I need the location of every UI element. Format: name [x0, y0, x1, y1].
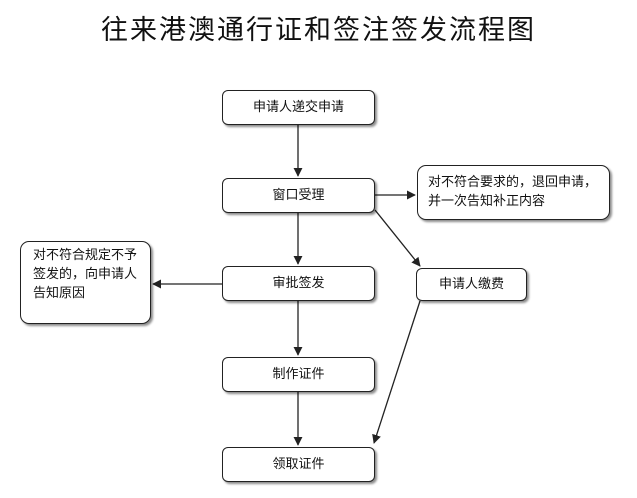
node-review-issue: 审批签发 [222, 266, 375, 301]
note-text: 对不符合规定不予签发的，向申请人告知原因 [33, 248, 138, 301]
node-make-document: 制作证件 [222, 357, 375, 392]
node-label: 制作证件 [272, 367, 325, 382]
note-reject-issuance: 对不符合规定不予签发的，向申请人告知原因 [20, 241, 151, 324]
node-collect-document: 领取证件 [222, 447, 375, 482]
node-label: 窗口受理 [272, 188, 325, 203]
note-reject-requirements: 对不符合要求的，退回申请，并一次告知补正内容 [417, 165, 610, 220]
node-submit-application: 申请人递交申请 [222, 90, 375, 125]
node-label: 申请人递交申请 [252, 100, 344, 115]
arrow-window-to-fee [374, 209, 421, 267]
node-label: 领取证件 [272, 457, 325, 472]
node-label: 审批签发 [272, 276, 325, 291]
node-window-acceptance: 窗口受理 [222, 178, 375, 213]
node-applicant-pays-fee: 申请人缴费 [416, 268, 527, 301]
note-text: 对不符合要求的，退回申请，并一次告知补正内容 [428, 175, 598, 209]
arrow-fee-to-collect [372, 300, 421, 444]
node-label: 申请人缴费 [438, 277, 504, 292]
page-title: 往来港澳通行证和签注签发流程图 [101, 15, 536, 46]
